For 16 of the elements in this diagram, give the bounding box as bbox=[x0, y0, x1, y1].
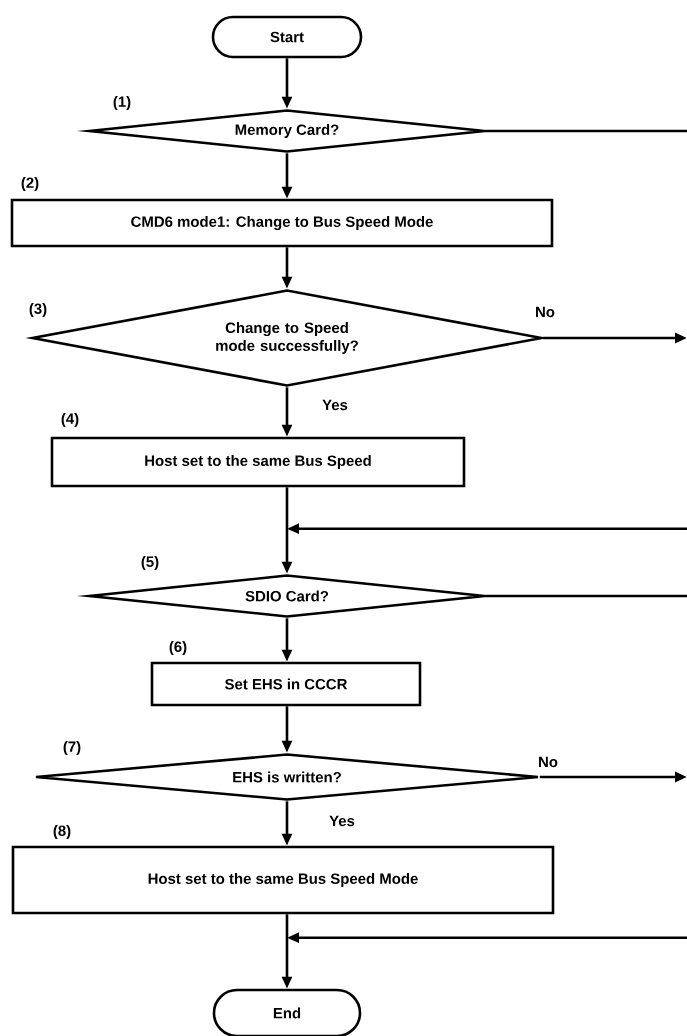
step-number: (2) bbox=[21, 177, 39, 191]
edge-label: No bbox=[537, 755, 559, 769]
step-number: (4) bbox=[61, 413, 79, 427]
step-number: (3) bbox=[29, 303, 47, 317]
edge-label: No bbox=[534, 305, 556, 319]
step-number: (7) bbox=[63, 741, 81, 755]
process-box: Host set to the same Bus Speed Mode bbox=[11, 845, 555, 915]
step-number: (5) bbox=[141, 556, 159, 570]
process-box: CMD6 mode1: Change to Bus Speed Mode bbox=[10, 198, 554, 248]
step-number: (1) bbox=[113, 96, 131, 110]
process-box: Set EHS in CCCR bbox=[150, 661, 422, 707]
edge-label: Yes bbox=[328, 814, 356, 828]
edge-label: Yes bbox=[321, 398, 349, 412]
step-number: (8) bbox=[53, 825, 71, 839]
process-box: Host set to the same Bus Speed bbox=[50, 436, 466, 488]
step-number: (6) bbox=[169, 641, 187, 655]
